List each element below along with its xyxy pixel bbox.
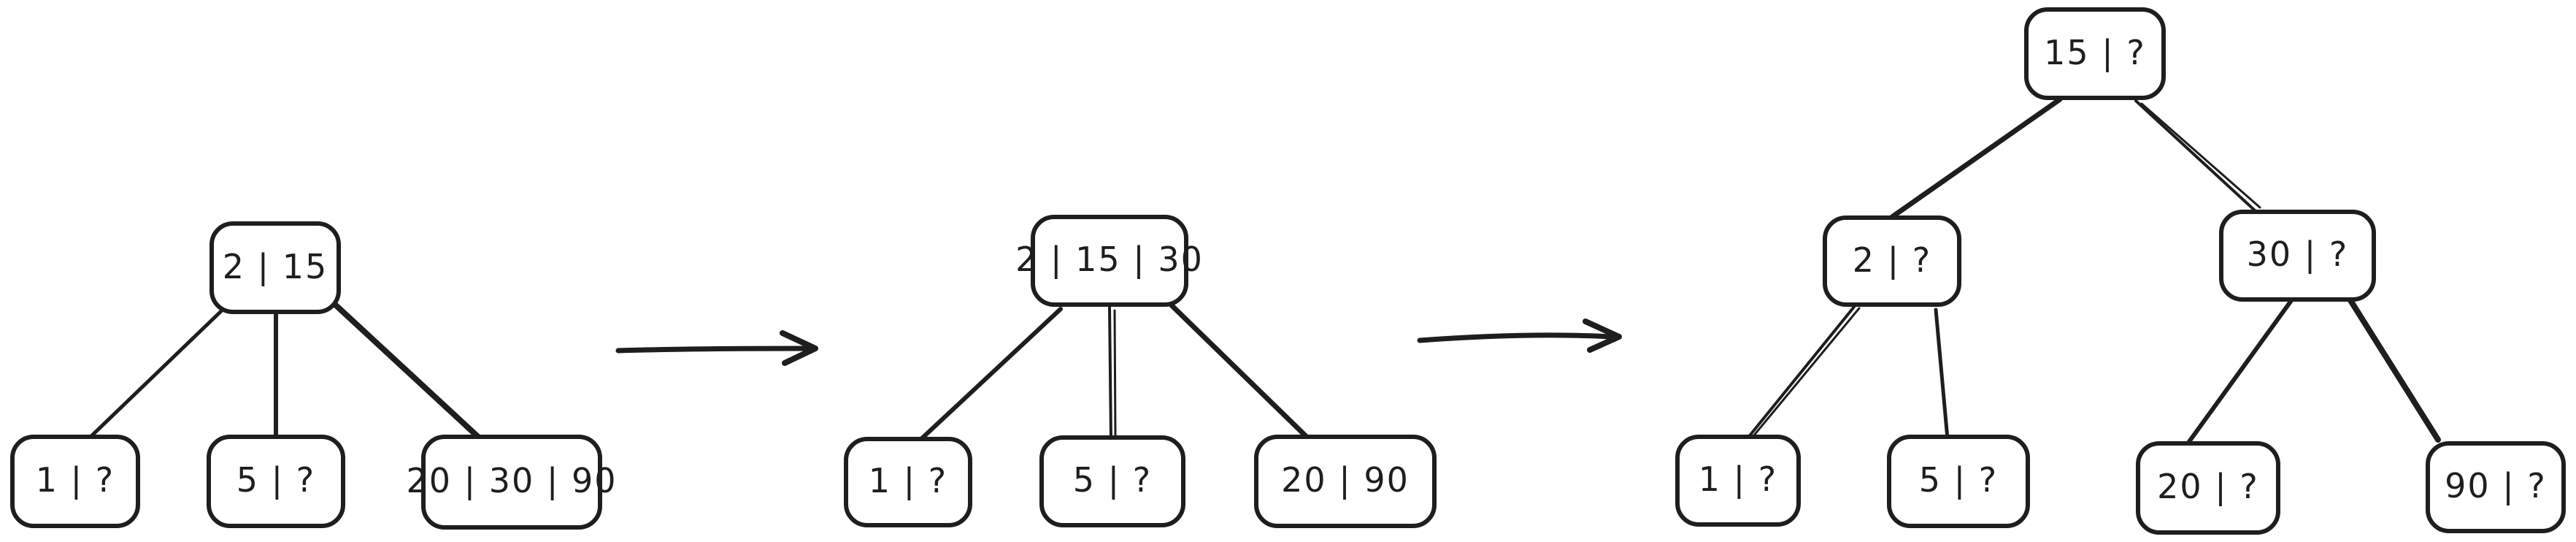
tree2-leaf-node-3: 20 | 90 bbox=[1254, 435, 1437, 528]
edge-tree2-root-child2 bbox=[1168, 302, 1310, 440]
tree3-internal-node-1: 2 | ? bbox=[1823, 215, 1961, 307]
node-label: 5 | ? bbox=[236, 460, 316, 500]
edge-tree1-root-child0 bbox=[88, 308, 225, 439]
edge-tree2-root-child1 bbox=[1108, 306, 1112, 440]
node-label: 5 | ? bbox=[1072, 460, 1153, 500]
tree1-leaf-node-3: 20 | 30 | 90 bbox=[406, 435, 616, 530]
tree2-leaf-node-2: 5 | ? bbox=[1039, 435, 1185, 527]
node-label: 90 | ? bbox=[2445, 466, 2547, 505]
tree2-leaf-node-1: 1 | ? bbox=[844, 437, 972, 527]
tree2-root-node: 2 | 15 | 30 bbox=[1015, 215, 1202, 307]
edge-tree3-internal1-leaf2 bbox=[2186, 297, 2294, 445]
node-label: 1 | ? bbox=[868, 461, 948, 500]
step-arrow-2-shaft bbox=[1417, 332, 1615, 343]
step-arrow-1-head bbox=[780, 330, 818, 366]
tree3-leaf-node-2: 5 | ? bbox=[1887, 435, 2030, 528]
edge-tree3-internal0-leaf0 bbox=[1746, 305, 1856, 440]
tree3-leaf-node-1: 1 | ? bbox=[1675, 435, 1801, 527]
node-label: 2 | 15 bbox=[222, 246, 328, 286]
tree3-root-node: 15 | ? bbox=[2024, 7, 2166, 100]
step-arrow-2-head bbox=[1583, 318, 1622, 353]
node-label: 20 | 90 bbox=[1281, 460, 1410, 500]
edge-tree3-root-internal1 bbox=[2134, 99, 2257, 213]
node-label: 1 | ? bbox=[35, 460, 115, 500]
node-label: 30 | ? bbox=[2246, 234, 2349, 274]
node-label: 2 | 15 | 30 bbox=[1015, 240, 1204, 279]
step-arrow-1-shaft bbox=[615, 346, 812, 354]
tree3-leaf-node-3: 20 | ? bbox=[2136, 441, 2280, 535]
node-label: 15 | ? bbox=[2044, 32, 2146, 72]
edge-tree3-root-internal1-double bbox=[2140, 102, 2261, 209]
tree1-root-node: 2 | 15 bbox=[209, 221, 341, 314]
edge-tree2-root-child0 bbox=[920, 307, 1063, 440]
edge-tree1-root-child2 bbox=[331, 300, 481, 440]
tree3-leaf-node-4: 90 | ? bbox=[2426, 441, 2566, 533]
node-label: 20 | 30 | 90 bbox=[406, 461, 618, 500]
node-label: 5 | ? bbox=[1918, 460, 1999, 500]
edge-tree3-internal1-leaf3 bbox=[2346, 295, 2441, 443]
tree1-leaf-node-1: 1 | ? bbox=[10, 435, 140, 528]
node-label: 2 | ? bbox=[1852, 240, 1932, 280]
edge-tree3-internal0-leaf0-double bbox=[1752, 307, 1861, 438]
node-label: 20 | ? bbox=[2157, 467, 2259, 506]
edge-tree3-internal0-leaf1 bbox=[1934, 308, 1950, 441]
tree3-internal-node-2: 30 | ? bbox=[2219, 210, 2376, 302]
edge-tree3-root-internal0 bbox=[1889, 96, 2063, 220]
tree1-leaf-node-2: 5 | ? bbox=[207, 435, 345, 528]
node-label: 1 | ? bbox=[1698, 459, 1778, 499]
